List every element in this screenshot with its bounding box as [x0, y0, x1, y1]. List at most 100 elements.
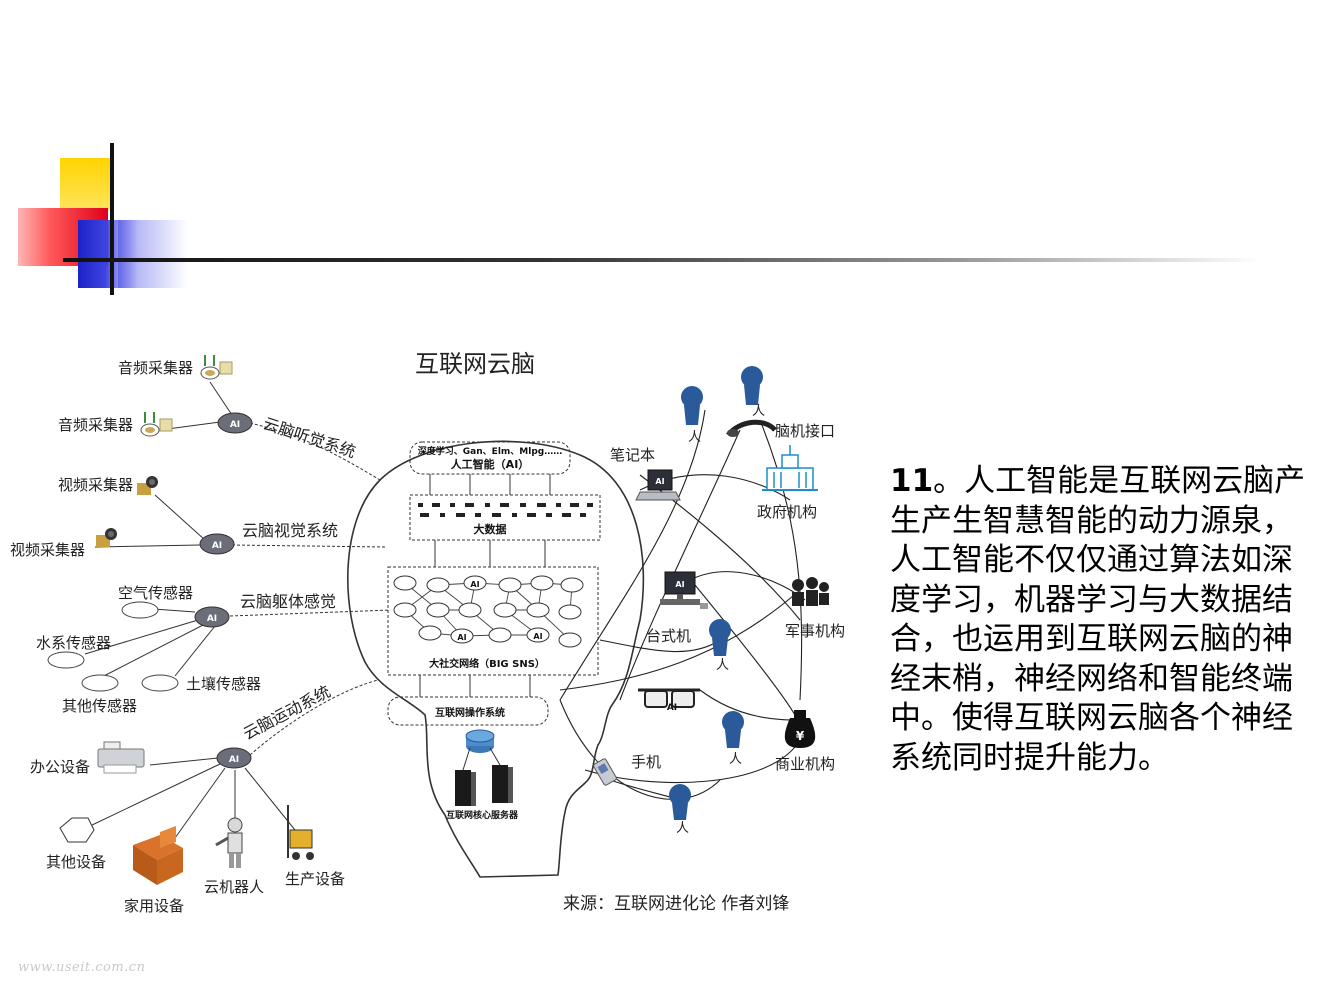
forklift-icon — [287, 805, 314, 860]
cloud-robot-label: 云机器人 — [204, 878, 264, 896]
ai-bigdata-connectors — [429, 474, 551, 495]
money-bag-icon — [784, 710, 816, 748]
ai-hub-vision — [199, 533, 235, 555]
bigdata-box — [409, 494, 601, 541]
person-icon — [709, 619, 731, 656]
ai-hub-hearing — [217, 412, 253, 434]
ai-node-label: AI — [457, 633, 466, 642]
phone-label: 手机 — [631, 753, 661, 771]
server-icon — [455, 765, 513, 806]
person-label: 人 — [729, 752, 742, 767]
military-label: 军事机构 — [785, 622, 845, 640]
os-box — [387, 696, 549, 726]
robot-icon — [215, 817, 243, 868]
video-collector-label: 视频采集器 — [10, 541, 85, 559]
body-sense-label: 云脑躯体感觉 — [240, 592, 336, 611]
person-label: 人 — [716, 658, 729, 673]
microphone-icon — [140, 412, 173, 437]
soil-sensor-label: 土壤传感器 — [186, 675, 261, 693]
camera-icon — [137, 476, 158, 495]
description-text: 11。人工智能是互联网云脑产生产生智慧智能的动力源泉，人工智能不仅仅通过算法如深… — [890, 462, 1310, 778]
bci-headband-icon — [726, 419, 777, 437]
air-sensor-label: 空气传感器 — [118, 584, 193, 602]
source-caption: 来源：互联网进化论 作者刘锋 — [563, 894, 789, 914]
government-label: 政府机构 — [757, 503, 817, 521]
camera-icon — [96, 528, 117, 547]
device-ai-label: AI — [655, 477, 664, 486]
home-device-label: 家用设备 — [124, 897, 184, 915]
ai-hub-label: AI — [229, 755, 239, 765]
person-icon — [741, 366, 763, 405]
phone-icon — [593, 758, 617, 786]
other-device-label: 其他设备 — [46, 853, 106, 871]
bigdata-label: 大数据 — [474, 522, 507, 536]
horizontal-rule — [63, 258, 1263, 262]
water-sensor-label: 水系传感器 — [36, 634, 111, 652]
blue-decor-fade — [118, 220, 188, 288]
ai-box — [409, 441, 571, 475]
diagram-title: 互联网云脑 — [415, 350, 535, 378]
ai-node-label: AI — [470, 580, 479, 589]
person-icon — [681, 386, 703, 425]
neural-nodes — [393, 575, 584, 648]
currency-sign: ¥ — [796, 729, 805, 743]
vertical-rule — [110, 143, 114, 295]
servers-label: 互联网核心服务器 — [446, 809, 519, 821]
ai-hub-label: AI — [207, 614, 217, 624]
vision-links — [94, 494, 386, 548]
microphone-icon — [200, 355, 233, 380]
desktop-label: 台式机 — [646, 627, 691, 645]
person-label: 人 — [676, 821, 689, 836]
box-icon — [133, 826, 183, 885]
office-device-label: 办公设备 — [30, 758, 90, 776]
sns-box — [387, 566, 599, 676]
ai-hub-body — [194, 606, 230, 628]
printer-icon — [97, 741, 145, 774]
person-icon — [669, 784, 691, 820]
ai-nodes: AI AI AI — [450, 575, 550, 644]
sns-label: 大社交网络（BIG SNS） — [429, 657, 545, 670]
bigdata-dots — [418, 503, 593, 517]
ai-hub-motor — [216, 747, 252, 769]
ai-node-label: AI — [533, 632, 542, 641]
person-icon — [722, 711, 744, 748]
watermark: www.useit.com.cn — [18, 960, 146, 975]
government-building-icon — [762, 445, 818, 491]
audio-collector-label: 音频采集器 — [58, 416, 133, 434]
military-icon — [792, 577, 829, 606]
desktop-icon — [660, 571, 708, 609]
audio-collector-label: 音频采集器 — [118, 359, 193, 377]
bigdata-sns-connectors — [434, 540, 546, 567]
business-label: 商业机构 — [775, 755, 835, 773]
internet-cloud-brain-diagram: 深度学习、Gan、Elm、Mlpg…… 人工智能（AI） 大数据 — [10, 350, 845, 915]
vision-system-label: 云脑视觉系统 — [242, 521, 338, 540]
laptop-icon — [635, 469, 681, 501]
head-outline — [347, 440, 645, 878]
production-device-label: 生产设备 — [285, 870, 345, 888]
sensor-icon — [47, 601, 179, 692]
yellow-decor-square — [60, 158, 112, 210]
ai-methods-label: 深度学习、Gan、Elm、Mlpg…… — [418, 445, 562, 457]
os-label: 互联网操作系统 — [435, 706, 505, 719]
person-label: 人 — [688, 430, 701, 445]
ai-title-label: 人工智能（AI） — [451, 457, 530, 471]
other-device-icon — [59, 817, 95, 843]
sns-os-connectors — [419, 675, 531, 697]
bci-label: 脑机接口 — [775, 422, 835, 440]
item-number: 11 — [890, 463, 934, 499]
motor-links — [89, 679, 379, 846]
description-body: 。人工智能是互联网云脑产生产生智慧智能的动力源泉，人工智能不仅仅通过算法如深度学… — [890, 463, 1306, 776]
device-ai-label: AI — [667, 703, 677, 713]
video-collector-label: 视频采集器 — [58, 476, 133, 494]
laptop-label: 笔记本 — [610, 446, 655, 464]
smart-glasses-icon — [638, 688, 700, 708]
router-icon — [465, 729, 495, 753]
ai-hub-label: AI — [230, 420, 240, 430]
device-ai-label: AI — [675, 580, 684, 589]
hearing-system-label: 云脑听觉系统 — [261, 414, 358, 462]
server-links — [462, 747, 501, 771]
body-sense-links — [84, 607, 391, 679]
ai-hub-label: AI — [212, 541, 222, 551]
other-sensor-label: 其他传感器 — [62, 697, 137, 715]
person-label: 人 — [752, 404, 765, 419]
